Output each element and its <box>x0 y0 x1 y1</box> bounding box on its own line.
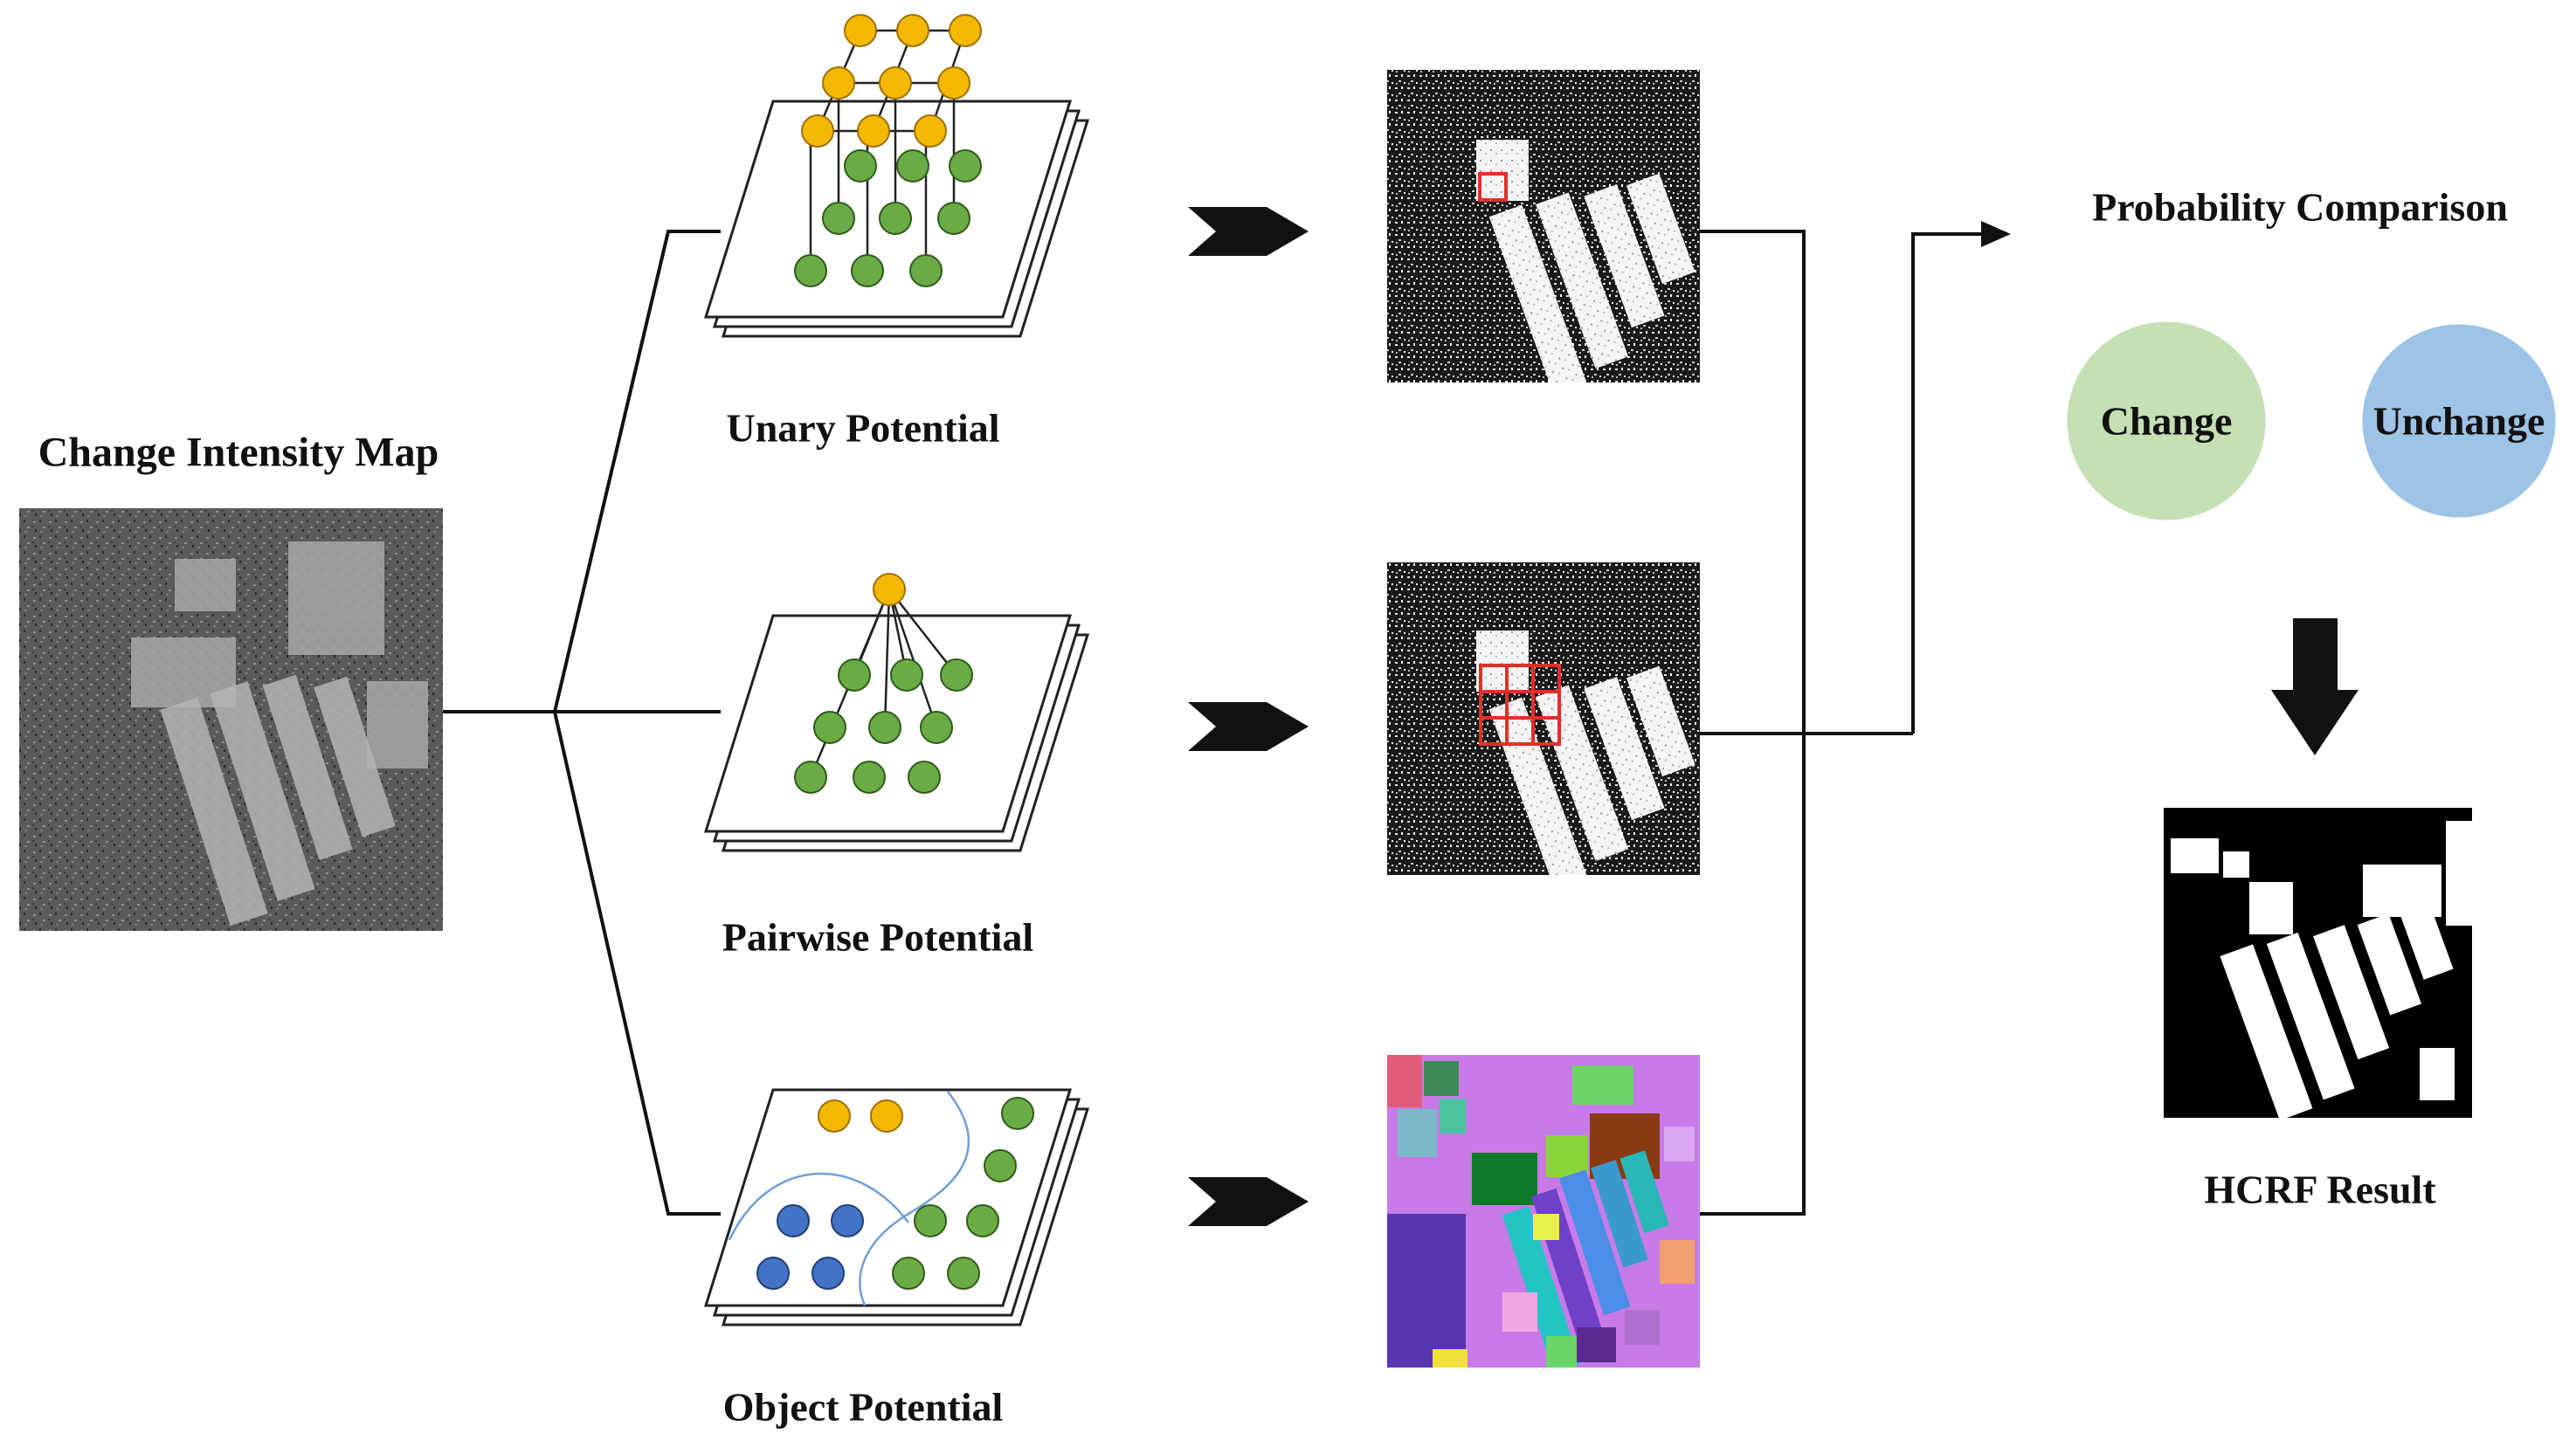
change-label: Change <box>2100 398 2233 444</box>
change-circle <box>2064 319 2269 523</box>
unary-result-image <box>1387 70 1700 382</box>
probability-comparison-label: Probability Comparison <box>2092 184 2508 230</box>
unary-potential-label: Unary Potential <box>726 405 1000 451</box>
pairwise-potential-graphic <box>703 573 1090 852</box>
unchange-circle <box>2359 321 2559 520</box>
pairwise-result-image <box>1387 562 1700 875</box>
unary-potential-graphic <box>703 14 1090 338</box>
merge-connector <box>1700 221 2011 1216</box>
pairwise-potential-label: Pairwise Potential <box>722 914 1034 960</box>
object-potential-label: Object Potential <box>722 1384 1004 1430</box>
chevron-right-arrow-icon <box>1188 1177 1309 1226</box>
branch-connectors <box>443 230 721 1216</box>
change-intensity-map-image <box>19 508 443 931</box>
change-intensity-map-label: Change Intensity Map <box>38 429 439 476</box>
chevron-right-arrow-icon <box>1188 207 1309 256</box>
hcrf-result-image <box>2164 808 2472 1118</box>
object-potential-graphic <box>703 1088 1090 1327</box>
hcrf-result-label: HCRF Result <box>2204 1167 2436 1212</box>
unchange-label: Unchange <box>2372 398 2545 444</box>
down-arrow-icon <box>2271 618 2358 755</box>
chevron-right-arrow-icon <box>1188 702 1309 751</box>
object-segmentation-image <box>1387 1055 1700 1368</box>
